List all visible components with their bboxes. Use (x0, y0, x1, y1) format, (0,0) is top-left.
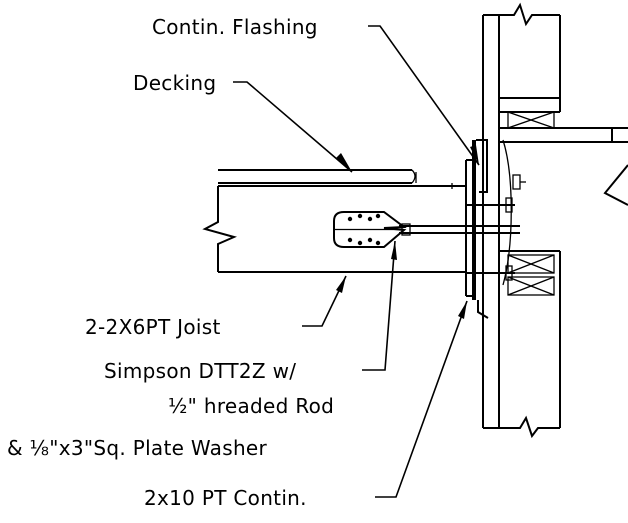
label-joist: 2-2X6PT Joist (85, 315, 221, 339)
leader-hanger (362, 240, 397, 371)
label-hanger-line1: Simpson DTT2Z w/ (104, 359, 296, 383)
label-ledger: 2x10 PT Contin. (144, 486, 307, 510)
leader-ledger (375, 300, 468, 498)
ledger-board (465, 139, 526, 300)
label-contin-flashing: Contin. Flashing (152, 15, 318, 39)
wall-section (482, 2, 628, 439)
label-hanger-line2: ½" hreaded Rod (168, 394, 334, 418)
label-decking: Decking (133, 71, 216, 95)
deck-joist (202, 169, 466, 273)
tension-tie (333, 211, 520, 248)
flashing (476, 139, 489, 319)
label-hanger-line3: & ⅛"x3"Sq. Plate Washer (7, 436, 268, 460)
leader-flashing (368, 25, 480, 166)
leader-joist (302, 275, 347, 327)
leader-decking (233, 81, 353, 173)
